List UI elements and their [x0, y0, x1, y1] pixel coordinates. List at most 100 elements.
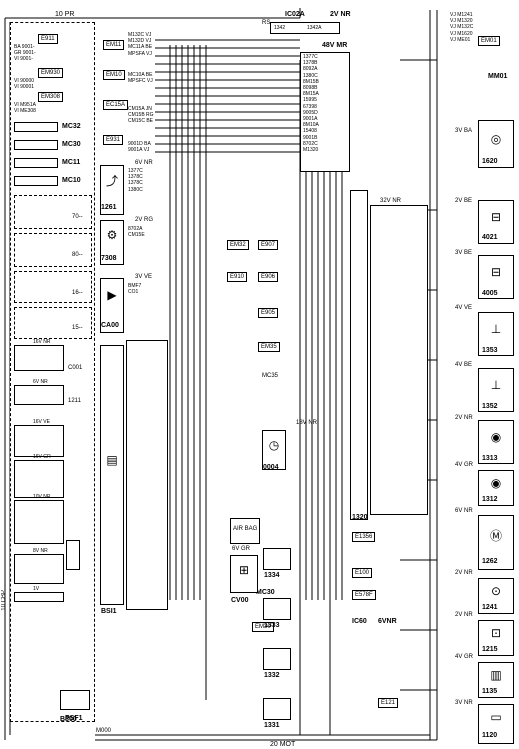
sensor-icon: ⊙	[490, 584, 502, 598]
right-module-4021	[478, 200, 514, 244]
em11-wires: M132C VJ M132D VJ MC11A BE MPSFA VJ	[128, 32, 152, 57]
module-0004-label: 0004	[263, 464, 279, 471]
circle-icon: ◎	[490, 132, 502, 146]
mc35-label: MC35	[262, 373, 279, 379]
connector-em01: EM01	[478, 36, 500, 46]
right-module-1135	[478, 662, 514, 698]
psf1-subconnector: 16V NR	[14, 339, 64, 371]
module-ca00-pins: BMF7 CO1	[128, 283, 141, 295]
right-module-1262	[478, 515, 514, 570]
subconnector-label: 16V GR	[33, 454, 51, 460]
gauge-icon: ⊟	[490, 210, 502, 224]
module-1211: 1211	[68, 398, 81, 404]
clock-icon: ◷	[268, 438, 280, 452]
switch-icon: ◉	[490, 476, 502, 490]
right-module-1353	[478, 312, 514, 356]
em308-wire: VI ME308	[14, 108, 36, 115]
conn48-pin: 1378B	[303, 60, 318, 67]
em930-wires: VI 90000 VI 90001	[14, 78, 34, 90]
right-module-conn: 4V VE	[455, 305, 473, 311]
right-module-1620	[478, 120, 514, 168]
bottom-module-label: 1334	[264, 572, 280, 579]
right-module-label: 1352	[482, 403, 498, 410]
speaker-icon: ▶	[107, 288, 117, 302]
subconnector-label: 16V NR	[33, 339, 51, 345]
top-connector-conn2: 2V NR	[330, 11, 351, 18]
fuse-block-label: 80--	[72, 252, 83, 258]
module-1320-label: 1320	[352, 514, 368, 521]
psf1-subconnector: 16V VE	[14, 419, 64, 457]
right-module-label: 1312	[482, 496, 498, 503]
connector-e907: E907	[258, 240, 279, 250]
connector-em930: EM930	[38, 68, 64, 78]
mc30-box	[14, 140, 58, 150]
right-module-label: 1262	[482, 558, 498, 565]
left-bus-label: 10 CBP	[1, 590, 7, 611]
right-module-conn: 3V BA	[455, 128, 473, 134]
psf1-subconnector: 10V NR	[14, 494, 64, 544]
bottom-module-label: 1331	[264, 722, 280, 729]
connector-e100: E100	[352, 568, 373, 578]
conn48-pin: 8702C	[303, 140, 318, 147]
module-1261-pins: 1377C 1378C 1378C 1380C	[128, 168, 143, 193]
module-1320	[350, 190, 368, 520]
module-7308-pin: CM15E	[128, 232, 145, 239]
b800-label: B800	[60, 716, 77, 723]
module-7308-pins: 8702A CM15E	[128, 226, 145, 238]
bottom-module-label: 1332	[264, 672, 280, 679]
top-bus-label: 10 PR	[55, 11, 75, 18]
em930-wire: VI 90001	[14, 84, 35, 91]
psf1-frame	[10, 22, 95, 722]
module-1261-conn: 6V NR	[135, 160, 153, 166]
em11-wire: MPSFA VJ	[128, 50, 152, 57]
right-module-conn: 2V BE	[455, 198, 473, 204]
module-1261-pin: 1378C	[128, 174, 143, 181]
subconnector-label: 16V VE	[33, 419, 50, 425]
mc30-mid-label: MC30	[256, 589, 275, 596]
top-connector-box: 1342 1342A	[270, 22, 340, 34]
e931-wire: 9001D BA	[128, 141, 151, 147]
psf1-subconnector: 16V GR	[14, 454, 64, 498]
e931-wires: 9001D BA 9001A VJ	[128, 141, 151, 153]
conn48-pin: 8098B	[303, 85, 318, 92]
right-module-label: 1135	[482, 688, 498, 695]
top-connector-pin: 1342	[274, 25, 286, 31]
mc11-box	[14, 158, 58, 168]
module-bsi1-label: BSI1	[101, 608, 117, 615]
module-ca00-pin: BMF7	[128, 283, 142, 289]
em01-wire: VJ M132C	[450, 24, 474, 31]
switch-icon: ⊥	[490, 378, 502, 392]
module-1261-label: 1261	[101, 204, 117, 211]
module-cv00-conn: 6V GR	[232, 546, 251, 552]
switch-icon: ◉	[490, 430, 502, 444]
1320-connector	[370, 205, 428, 515]
module-1261-pin: 1377C	[128, 168, 143, 174]
fuse-block	[14, 271, 92, 303]
subconnector-label: 10V NR	[33, 494, 51, 500]
module-mm01-label: MM01	[488, 73, 508, 80]
module-ca00-label: CA00	[101, 322, 119, 329]
module-1320-conn: 32V NR	[380, 198, 402, 204]
right-module-conn: 2V NR	[455, 570, 473, 576]
e931-wire: 9001A VJ	[128, 147, 150, 154]
conn48-pin: 8092A	[303, 66, 318, 73]
connector-icon: ⊞	[238, 563, 250, 577]
connector-em30: EM30	[252, 622, 274, 632]
module-7308	[100, 220, 124, 265]
connector-e578f: E578F	[352, 590, 376, 600]
right-module-conn: 6V NR	[455, 508, 473, 514]
switch-icon: ⊥	[490, 322, 502, 336]
right-module-1312	[478, 470, 514, 506]
right-module-label: 1353	[482, 347, 498, 354]
right-module-1313	[478, 420, 514, 464]
right-module-1215	[478, 620, 514, 656]
em11-wire: M132C VJ	[128, 32, 152, 38]
injector-icon: ▥	[490, 668, 502, 682]
right-module-label: 1313	[482, 455, 498, 462]
subconnector-label: 1V	[33, 586, 40, 592]
em308-wire: VI M951A	[14, 102, 36, 108]
em01-wire: VJ M1241	[450, 12, 473, 18]
mc32-label: MC32	[62, 123, 81, 130]
right-module-label: 1215	[482, 646, 498, 653]
conn48-pin: 9001A	[303, 116, 318, 123]
